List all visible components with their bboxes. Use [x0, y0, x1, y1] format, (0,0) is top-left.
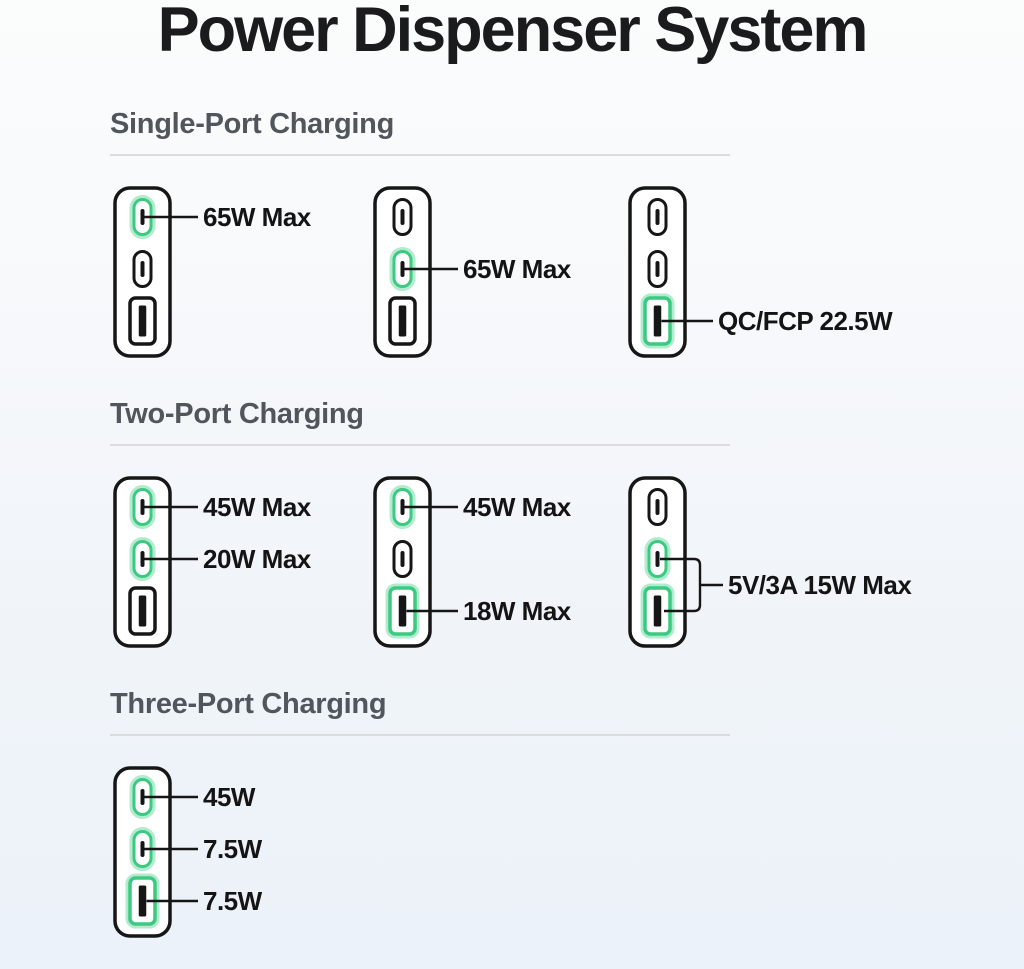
port-wattage-label: 45W Max [463, 492, 572, 522]
port-pin [400, 209, 405, 225]
port-wattage-label: QC/FCP 22.5W [718, 306, 893, 336]
charger: 5V/3A 15W Max [628, 468, 968, 668]
port-wattage-label: 65W Max [463, 254, 572, 284]
port-pin [400, 261, 405, 277]
port-wattage-label: 65W Max [203, 202, 312, 232]
port-pin [138, 885, 147, 917]
section-three-port-charging: Three-Port Charging 45W 7.5W 7.5W [0, 686, 1024, 958]
port-pin [655, 209, 660, 225]
port-pin [140, 789, 145, 805]
port-wattage-label: 45W Max [203, 492, 312, 522]
charger-row: 45W Max 20W Max 45W Max 18W Max 5V/3A 15W Ma… [0, 468, 1024, 668]
port-pin [398, 305, 407, 337]
port-pin [400, 499, 405, 515]
charger: QC/FCP 22.5W [628, 178, 968, 378]
charger-diagram: 65W Max [113, 186, 312, 358]
port-pin [653, 305, 662, 337]
charger: 45W Max 18W Max [373, 468, 713, 668]
section-divider [110, 734, 730, 736]
section-divider [110, 444, 730, 446]
charger-diagram: 65W Max [373, 186, 572, 358]
charger-row: 45W 7.5W 7.5W [0, 758, 1024, 958]
section-title: Single-Port Charging [110, 108, 395, 140]
port-wattage-label: 20W Max [203, 544, 312, 574]
charger-diagram: 45W Max 20W Max [113, 476, 312, 648]
section-title: Three-Port Charging [110, 688, 387, 720]
charger-diagram: 45W Max 18W Max [373, 476, 572, 648]
charger: 45W Max 20W Max [113, 468, 453, 668]
charger-diagram: 5V/3A 15W Max [628, 476, 913, 648]
charger: 45W 7.5W 7.5W [113, 758, 453, 958]
section-two-port-charging: Two-Port Charging 45W Max 20W Max 45W Max 1… [0, 396, 1024, 668]
port-pin [140, 261, 145, 277]
port-wattage-label: 7.5W [203, 886, 263, 916]
port-wattage-label: 45W [203, 782, 256, 812]
port-pin [655, 551, 660, 567]
port-wattage-label: 7.5W [203, 834, 263, 864]
charger-diagram: QC/FCP 22.5W [628, 186, 894, 358]
port-wattage-label: 18W Max [463, 596, 572, 626]
port-pin [140, 841, 145, 857]
port-pin [655, 499, 660, 515]
port-pin [140, 551, 145, 567]
port-pin [140, 499, 145, 515]
port-pin [138, 595, 147, 627]
port-pin [400, 551, 405, 567]
port-pin [653, 595, 662, 627]
port-pin [140, 209, 145, 225]
page-title: Power Dispenser System [157, 0, 869, 65]
port-wattage-label: 5V/3A 15W Max [728, 570, 912, 600]
charger-diagram: 45W 7.5W 7.5W [113, 766, 263, 938]
section-title: Two-Port Charging [110, 398, 364, 430]
port-pin [655, 261, 660, 277]
charger: 65W Max [113, 178, 453, 378]
port-pin [138, 305, 147, 337]
port-pin [398, 595, 407, 627]
section-divider [110, 154, 730, 156]
charger: 65W Max [373, 178, 713, 378]
